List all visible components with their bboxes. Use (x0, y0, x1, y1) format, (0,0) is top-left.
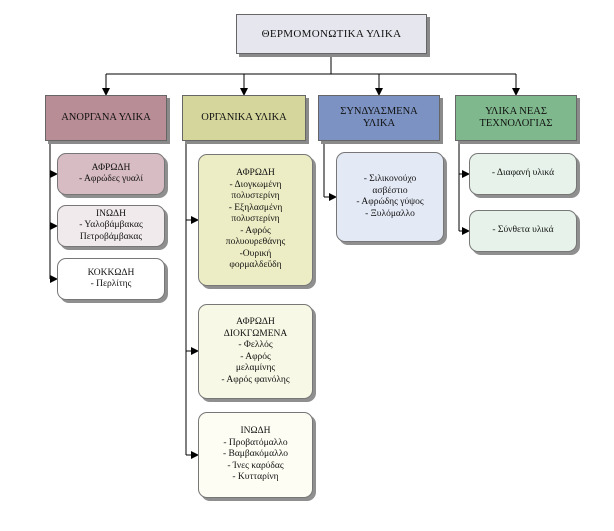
category-new-technology: ΥΛΙΚΑ ΝΕΑΣ ΤΕΧΝΟΛΟΓΙΑΣ (455, 95, 577, 141)
box-line: - Περλίτης (90, 279, 132, 289)
box-line: ΙΝΩΔΗ (240, 426, 271, 437)
box-line: ΑΦΡΩΔΗ (91, 162, 131, 173)
box-line: ΔΙΟΚΓΩΜΕΝΑ (223, 328, 288, 339)
box-line: - Αφρώδες γυαλί (79, 174, 143, 184)
category-inorganic: ΑΝΟΡΓΑΝΑ ΥΛΙΚΑ (45, 95, 167, 141)
combined-materials-box: - Σιλικονούχο ασβέστιο - Αφρώδης γύψος -… (336, 152, 444, 242)
box-line: - Αφρώδης γύψος (356, 197, 424, 207)
box-line: - Αφρός (240, 351, 271, 362)
box-line: ΙΝΩΔΗ (95, 208, 127, 219)
box-line: - Βαμβακόμαλλο (222, 449, 289, 460)
category-new-technology-label-line-1: ΥΛΙΚΑ ΝΕΑΣ (485, 106, 547, 117)
box-line: ασβέστιο (372, 185, 408, 196)
inorganic-foam-box: ΑΦΡΩΔΗ - Αφρώδες γυαλί (57, 153, 165, 195)
box-line: - Ξυλόμαλλο (365, 208, 415, 219)
box-line: - Σύνθετα υλικά (492, 225, 554, 236)
organic-fibrous-box: ΙΝΩΔΗ - Προβατόμαλλο - Βαμβακόμαλλο - Ίν… (198, 412, 313, 498)
box-line: μελαμίνης (235, 363, 276, 373)
box-line: - Ίνες καρύδας (227, 460, 284, 471)
box-line: - Αφρός φαινόλης (221, 374, 290, 385)
box-line: - Κυτταρίνη (232, 472, 279, 483)
box-line: ΑΦΡΩΔΗ (236, 168, 275, 179)
category-combined: ΣΥΝΔΥΑΣΜΕΝΑ ΥΛΙΚΑ (318, 95, 440, 141)
box-line: πολυστερίνη (231, 191, 280, 202)
root-node: ΘΕΡΜΟΜΟΝΩΤΙΚΑ ΥΛΙΚΑ (236, 14, 427, 54)
box-line: ΑΦΡΩΔΗ (236, 317, 275, 327)
inorganic-fibrous-box: ΙΝΩΔΗ - Υαλοβάμβακας Πετροβάμβακας (57, 205, 165, 247)
inorganic-granular-box: ΚΟΚΚΩΔΗ - Περλίτης (57, 258, 165, 300)
box-line: - Υαλοβάμβακας (79, 220, 143, 231)
organic-expanded-foam-box: ΑΦΡΩΔΗ ΔΙΟΚΓΩΜΕΝΑ - Φελλός - Αφρός μελαμ… (198, 304, 313, 399)
category-inorganic-label: ΑΝΟΡΓΑΝΑ ΥΛΙΚΑ (61, 112, 151, 123)
box-line: -Ουρική (239, 248, 272, 259)
category-organic-label: ΟΡΓΑΝΙΚΑ ΥΛΙΚΑ (201, 112, 287, 123)
box-line: πολυστερίνη (231, 214, 280, 225)
box-line: πολυουρεθάνης (225, 237, 286, 248)
box-line: - Προβατόμαλλο (223, 437, 288, 448)
new-tech-composite-box: - Σύνθετα υλικά (469, 210, 577, 252)
organic-foam-box: ΑΦΡΩΔΗ - Διογκωμένη πολυστερίνη - Εξηλασ… (198, 154, 313, 286)
box-line: - Διαφανή υλικά (491, 168, 555, 179)
category-organic: ΟΡΓΑΝΙΚΑ ΥΛΙΚΑ (182, 95, 306, 141)
category-new-technology-label-line-2: ΤΕΧΝΟΛΟΓΙΑΣ (479, 118, 553, 129)
box-line: - Φελλός (238, 340, 273, 350)
category-combined-label-line-1: ΣΥΝΔΥΑΣΜΕΝΑ (340, 106, 418, 117)
box-line: - Διογκωμένη (229, 179, 282, 190)
new-tech-transparent-box: - Διαφανή υλικά (469, 153, 577, 195)
box-line: Πετροβάμβακας (79, 231, 143, 242)
box-line: - Αφρός (240, 225, 271, 236)
root-title: ΘΕΡΜΟΜΟΝΩΤΙΚΑ ΥΛΙΚΑ (261, 28, 402, 40)
box-line: φορμαλδεΰδη (229, 260, 282, 271)
category-combined-label-line-2: ΥΛΙΚΑ (362, 118, 396, 129)
box-line: - Εξηλασμένη (228, 202, 283, 213)
box-line: - Σιλικονούχο (363, 174, 417, 184)
box-line: ΚΟΚΚΩΔΗ (87, 267, 135, 278)
